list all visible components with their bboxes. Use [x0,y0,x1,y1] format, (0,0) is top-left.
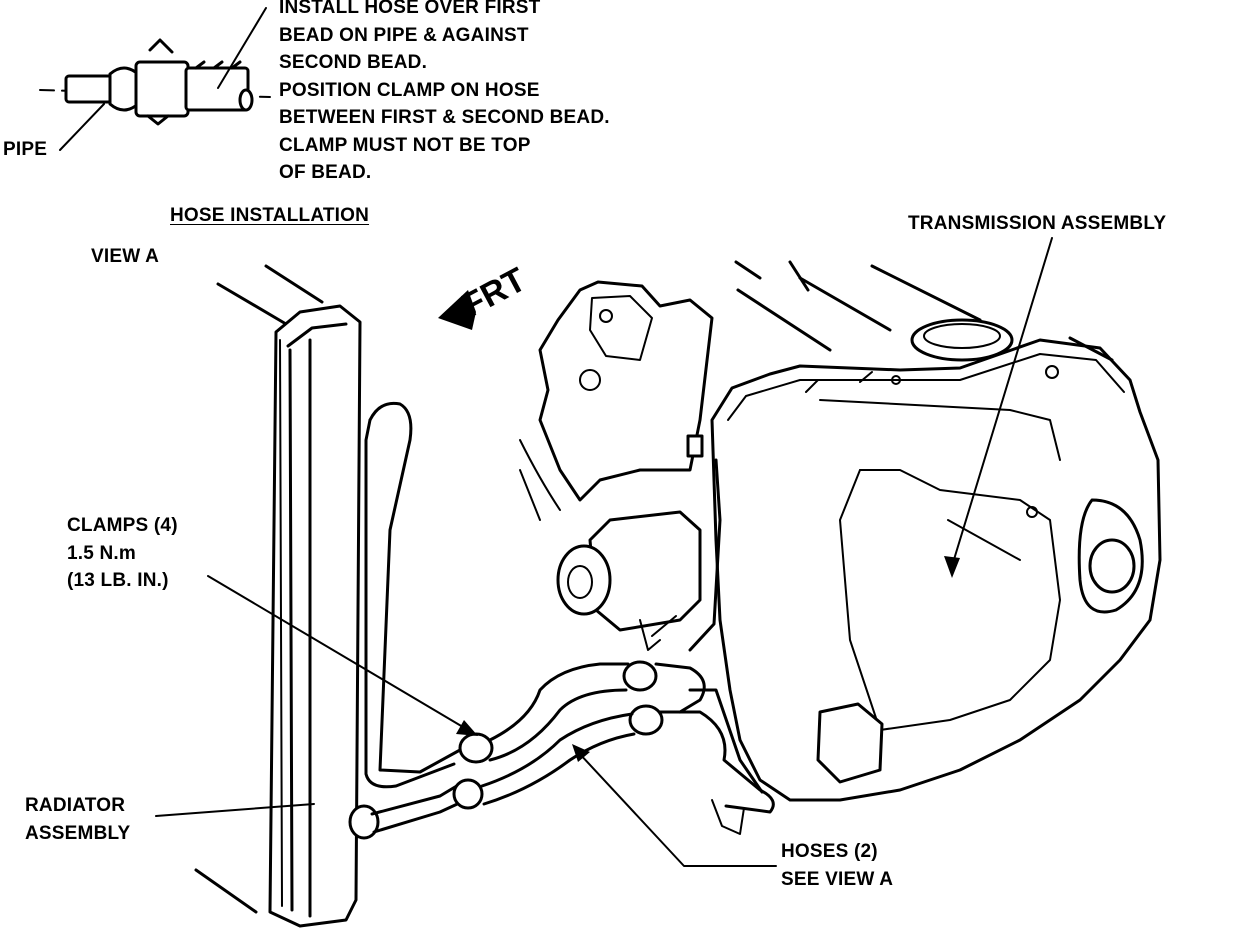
clamps-arrowhead [456,720,478,736]
install-instructions: INSTALL HOSE OVER FIRST BEAD ON PIPE & A… [279,0,610,187]
leader-lines [155,237,1053,867]
hose-installation-title: HOSE INSTALLATION [170,205,370,226]
radiator-assembly-label: RADIATOR ASSEMBLY [25,792,130,847]
install-line: CLAMP MUST NOT BE TOP [279,134,531,156]
left-arrow-icon [438,290,476,330]
hoses-arrowhead [572,744,590,762]
front-indicator: FRT [438,260,532,330]
radiator-label-line: ASSEMBLY [25,822,131,844]
install-line: SECOND BEAD. [279,52,428,73]
hoses-label-line: SEE VIEW A [781,868,894,890]
radiator [268,304,380,928]
hoses-label: HOSES (2) SEE VIEW A [781,838,893,893]
transmission-case [710,318,1162,802]
radiator-label-line: RADIATOR [25,795,126,816]
bell-housing [519,280,714,521]
pipe-label: PIPE [3,139,48,160]
hoses-label-line: HOSES (2) [781,841,878,862]
view-a-label: VIEW A [91,246,160,267]
install-line: BEAD ON PIPE & AGAINST [279,24,529,46]
clamps-label-line: 1.5 N.m [67,542,136,564]
install-line: BETWEEN FIRST & SECOND BEAD. [279,107,610,128]
hose-pipe-detail [39,7,271,151]
install-line: INSTALL HOSE OVER FIRST [279,0,541,18]
cooler-lines [364,401,775,835]
clamps-label-line: CLAMPS (4) [67,515,178,536]
transmission-assembly-label: TRANSMISSION ASSEMBLY [908,213,1167,234]
install-line: POSITION CLAMP ON HOSE [279,79,540,101]
install-line: OF BEAD. [279,162,372,183]
transmission-arrowhead [944,556,960,578]
engine-background-lines [194,260,1114,914]
clamps-label-line: (13 LB. IN.) [67,570,169,591]
modulator-fitting [556,510,702,651]
clamps-label: CLAMPS (4) 1.5 N.m (13 LB. IN.) [67,512,178,595]
